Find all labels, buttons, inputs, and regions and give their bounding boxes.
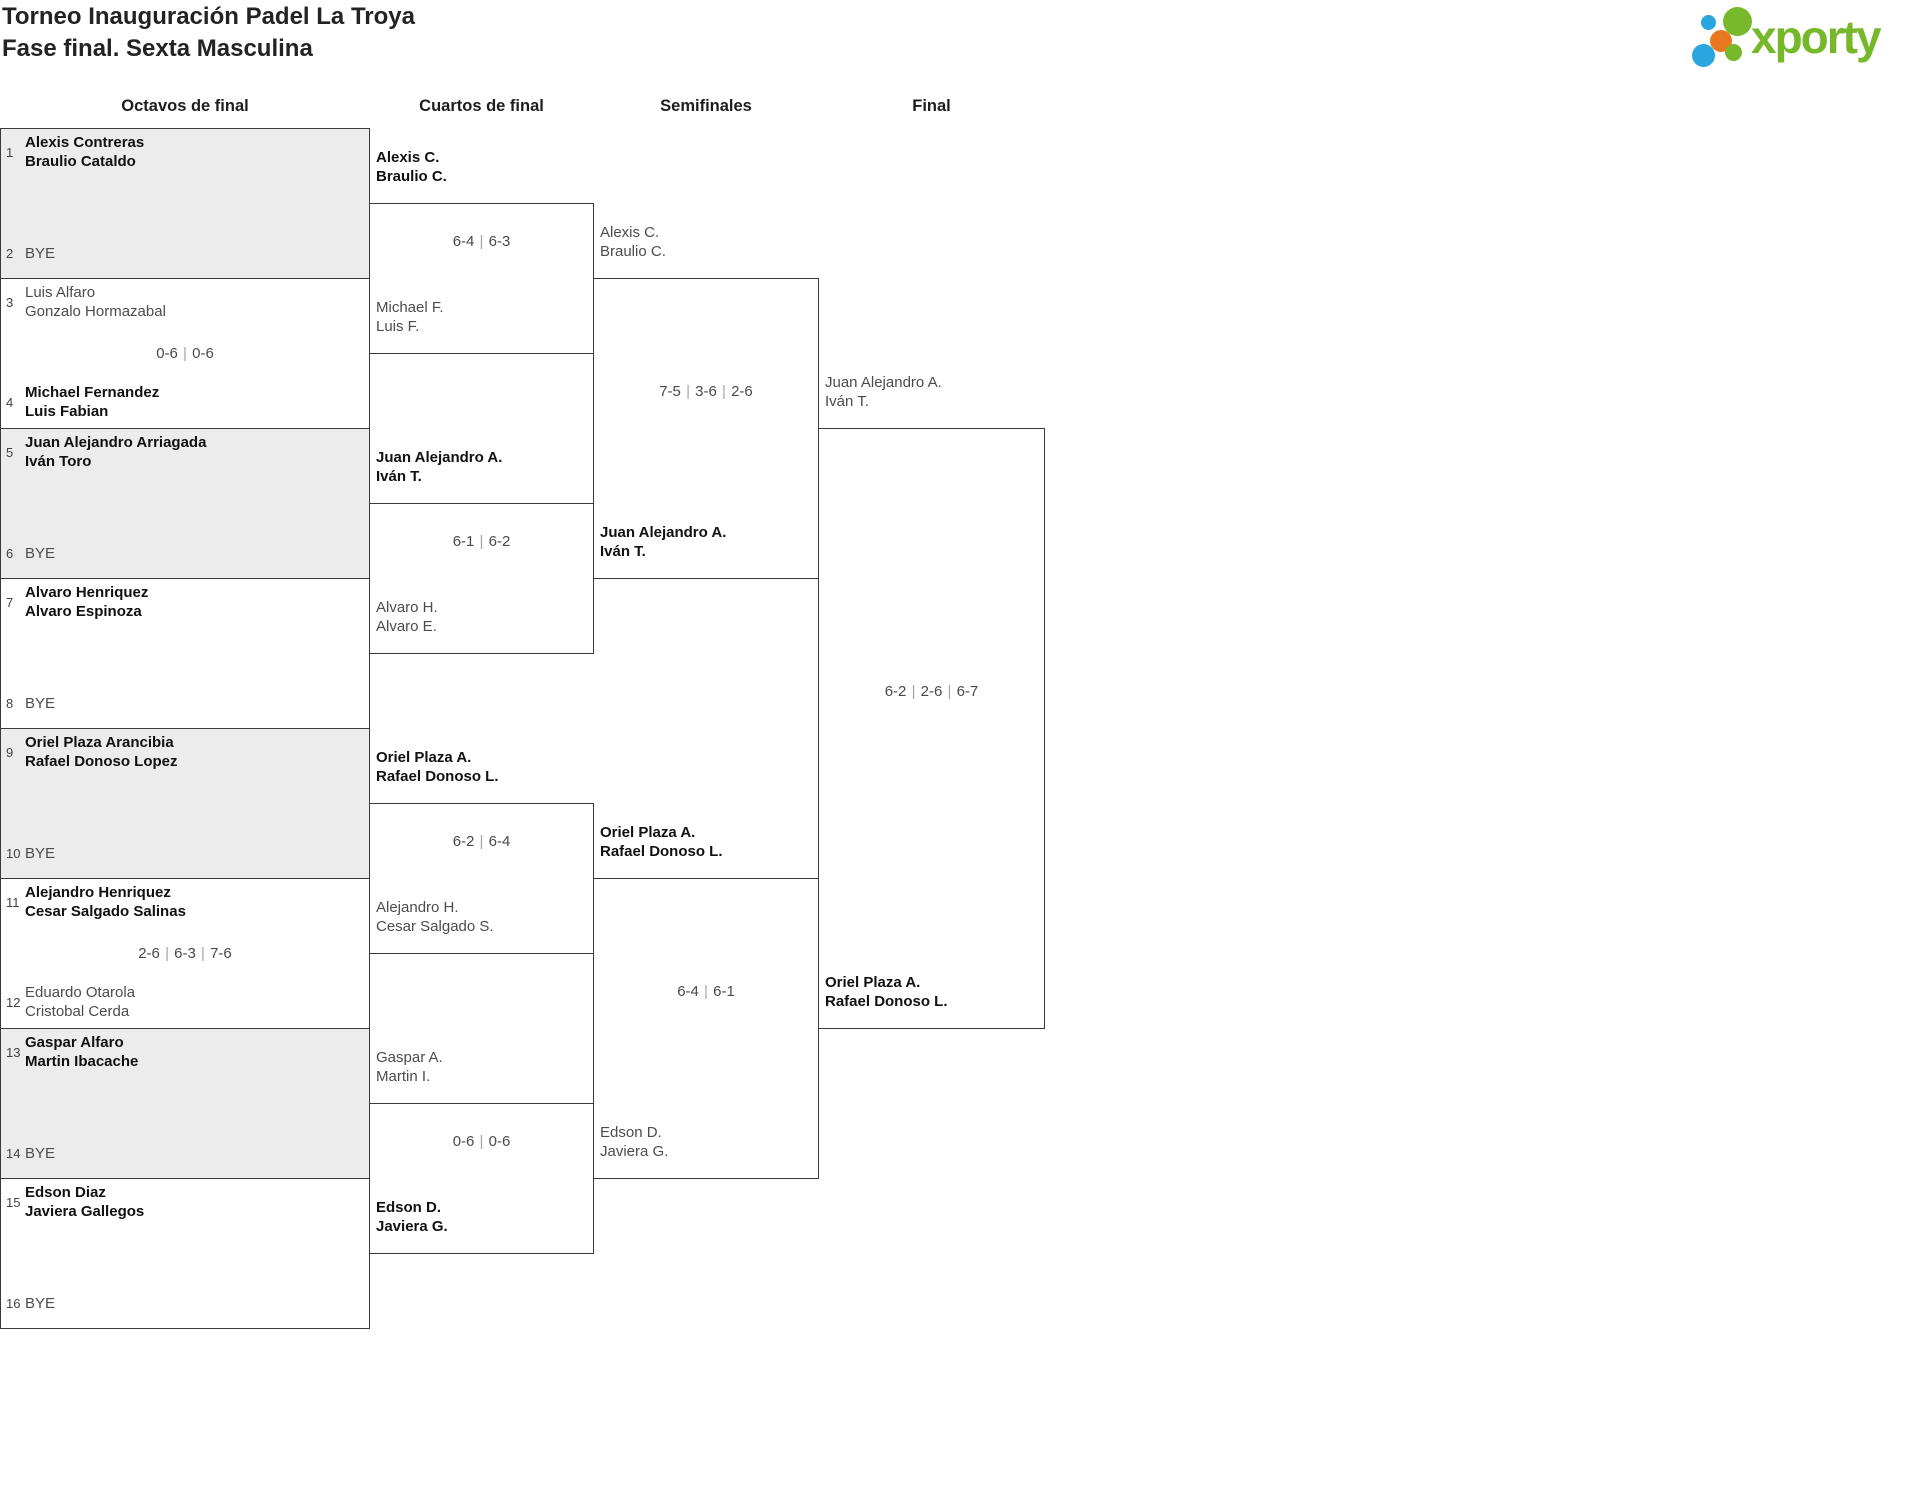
seed-number: 14 <box>6 1146 21 1161</box>
round-header-octavos: Octavos de final <box>121 97 249 115</box>
xporty-logo: xporty <box>1685 5 1917 73</box>
match-score: 6-4 | 6-1 <box>677 983 735 1000</box>
seed-number: 6 <box>6 546 14 561</box>
r16-entrant: 6 BYE <box>6 545 56 562</box>
seed-number: 7 <box>6 594 14 610</box>
qf-entrant: Oriel Plaza A.Rafael Donoso L. <box>376 749 499 785</box>
qf-entrant: Michael F.Luis F. <box>376 299 444 335</box>
seed-number: 5 <box>6 444 14 460</box>
seed-number: 8 <box>6 696 14 711</box>
r16-entrant: 8 BYE <box>6 695 56 712</box>
match-score: 0-6 | 0-6 <box>452 1133 511 1150</box>
seed-number: 3 <box>6 294 14 310</box>
round-header-final: Final <box>912 97 951 115</box>
final-entrant: Oriel Plaza A.Rafael Donoso L. <box>825 974 948 1010</box>
phase-name: Fase final. Sexta Masculina <box>2 35 313 62</box>
logo-dot-blue-small <box>1701 15 1716 30</box>
qf-entrant: Alvaro H.Alvaro E. <box>376 599 438 635</box>
qf-entrant: Gaspar A.Martin I. <box>376 1049 443 1085</box>
sf-entrant: Oriel Plaza A.Rafael Donoso L. <box>600 824 723 860</box>
r16-entrant: 2 BYE <box>6 245 56 262</box>
final-match[interactable] <box>818 428 1045 1029</box>
sf-entrant: Alexis C.Braulio C. <box>600 224 666 260</box>
match-score: 6-1 | 6-2 <box>452 533 511 550</box>
match-score: 2-6 | 6-3 | 7-6 <box>138 945 232 962</box>
round-header-cuartos: Cuartos de final <box>419 97 544 115</box>
seed-number: 4 <box>6 394 14 410</box>
seed-number: 1 <box>6 144 14 160</box>
seed-number: 12 <box>6 994 21 1010</box>
r16-entrant: 16 BYE <box>6 1295 56 1312</box>
qf-entrant: Alexis C.Braulio C. <box>376 149 447 185</box>
logo-dot-green-small <box>1725 44 1742 61</box>
final-entrant: Juan Alejandro A.Iván T. <box>825 374 942 410</box>
seed-number: 16 <box>6 1296 21 1311</box>
page-title: Torneo Inauguración Padel La Troya Fase … <box>2 1 415 65</box>
match-score: 0-6 | 0-6 <box>156 345 214 362</box>
match-score: 6-2 | 6-4 <box>452 833 511 850</box>
match-score: 6-2 | 2-6 | 6-7 <box>884 683 979 700</box>
seed-number: 10 <box>6 846 21 861</box>
r16-entrant: 14 BYE <box>6 1145 56 1162</box>
qf-entrant: Alejandro H.Cesar Salgado S. <box>376 899 494 935</box>
seed-number: 9 <box>6 744 14 760</box>
logo-text: xporty <box>1751 11 1882 63</box>
seed-number: 13 <box>6 1044 21 1060</box>
seed-number: 15 <box>6 1194 21 1210</box>
qf-entrant: Edson D.Javiera G. <box>376 1199 448 1235</box>
seed-number: 2 <box>6 246 14 261</box>
seed-number: 11 <box>6 894 20 910</box>
sf-entrant: Edson D.Javiera G. <box>600 1124 669 1160</box>
sf-entrant: Juan Alejandro A.Iván T. <box>600 524 727 560</box>
r16-entrant: 10 BYE <box>6 845 56 862</box>
match-score: 6-4 | 6-3 <box>452 233 511 250</box>
logo-dot-blue-big <box>1692 44 1715 67</box>
match-score: 7-5 | 3-6 | 2-6 <box>659 383 753 400</box>
qf-entrant: Juan Alejandro A.Iván T. <box>376 449 503 485</box>
round-header-semifinales: Semifinales <box>660 97 752 115</box>
tournament-name: Torneo Inauguración Padel La Troya <box>2 3 415 30</box>
logo-dot-green-big <box>1723 7 1752 36</box>
